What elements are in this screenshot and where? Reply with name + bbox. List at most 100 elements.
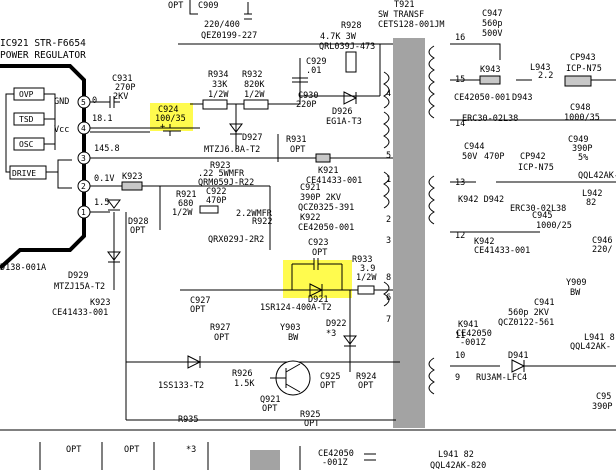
top-opt-label: OPT [168, 1, 183, 11]
c941-ref: C941 [534, 298, 554, 308]
l943-ref: L943 [530, 63, 550, 73]
r923-ref: R923 [210, 161, 230, 171]
r933-val2: 1/2W [356, 273, 377, 283]
d926-ref: D926 [332, 107, 352, 117]
r925-ref: R925 [300, 410, 320, 420]
r925-val: OPT [304, 419, 319, 429]
y903-val: BW [288, 333, 299, 343]
ic-desc-label: POWER REGULATOR [0, 50, 86, 61]
right-qql1: QQL42AK-8 [578, 171, 616, 181]
c923-val: OPT [312, 248, 327, 258]
bottom-strip-wires [39, 442, 376, 470]
k943-bead [479, 75, 501, 85]
k922-ref: K922 [300, 213, 320, 223]
cp943-fuse [564, 75, 592, 87]
right-390: 390P [592, 402, 612, 412]
svg-text:14: 14 [455, 119, 465, 129]
c949-val1: 390P [572, 144, 592, 154]
cp942-val: ICP-N75 [518, 163, 554, 173]
d928-symbol [107, 199, 121, 211]
c945-ref: C945 [532, 211, 552, 221]
svg-text:2: 2 [386, 215, 391, 225]
r927-val: OPT [214, 333, 229, 343]
tsd-label: TSD [19, 115, 34, 124]
ovp-label: OVP [19, 90, 34, 99]
svg-text:3: 3 [386, 236, 391, 246]
c931-val2: 2KV [113, 92, 128, 102]
c923-symbol [291, 258, 343, 290]
ic-internal-wiring-left [5, 93, 14, 173]
r934-resistor [202, 99, 228, 110]
svg-text:6: 6 [386, 293, 391, 303]
right-c95: C95 [596, 392, 611, 402]
r921-val2: 1/2W [172, 208, 193, 218]
c941-val1: 560p 2KV [508, 308, 549, 318]
t921-ref: T921 [394, 0, 414, 10]
d929-symbol [107, 251, 121, 263]
cp942-ref: CP942 [520, 152, 546, 162]
c947-ref: C947 [482, 9, 502, 19]
ic-body-outline [0, 64, 86, 270]
r933-resistor [357, 285, 375, 295]
d924-symbol [187, 355, 202, 369]
primary-windings [383, 71, 390, 307]
k923-val: CE41433-001 [52, 308, 108, 318]
d924-val: 1SS133-T2 [158, 381, 204, 391]
d929-ref: D929 [68, 271, 88, 281]
ic-vcc-label: Vcc [54, 125, 69, 135]
r928-val1: 4.7K 3W [320, 32, 357, 42]
c948-val: 1000/35 [564, 113, 600, 123]
r923-val2: QRM059J-R22 [198, 178, 254, 188]
k941-val1: CE42050 [456, 329, 492, 339]
c948-ref: C948 [570, 103, 590, 113]
d921-symbol [309, 283, 324, 297]
ic-pin4-volt: 18.1 [92, 114, 112, 124]
bottom-star: *3 [186, 445, 196, 455]
top-wire [189, 0, 198, 15]
k921-ref: K921 [318, 166, 338, 176]
c945-val: 1000/25 [536, 221, 572, 231]
c944-prefix: 50V [462, 152, 477, 162]
c924-ref: C924 [158, 105, 178, 115]
r926-ref: R926 [232, 369, 252, 379]
r934-val1: 33K [212, 80, 228, 90]
pin2-pin1-wire [90, 185, 270, 213]
d929-val: MTZJ15A-T2 [54, 282, 105, 292]
k943-val: CE42050-001 [454, 93, 510, 103]
k921-val: CE41433-001 [306, 176, 362, 186]
drive-label: DRIVE [12, 169, 36, 178]
d928-ref: D928 [128, 217, 148, 227]
d941-ref: D941 [508, 351, 528, 361]
svg-text:5: 5 [386, 151, 391, 161]
ic-pins [77, 95, 91, 219]
r923-val1: .22 5WMFR [198, 169, 245, 179]
y909-val: BW [570, 288, 581, 298]
svg-text:9: 9 [455, 373, 460, 383]
c909-val2: QEZ0199-227 [201, 31, 257, 41]
c947-val1: 560p [482, 19, 502, 29]
d922-val: *3 [326, 329, 336, 339]
ic-pin5-volt: 0 [92, 96, 97, 106]
ic-gnd-label: GND [54, 97, 69, 107]
d921-ref: D921 [308, 295, 328, 305]
c923-ref: C923 [308, 238, 328, 248]
k941-val2: -001Z [460, 338, 486, 348]
c944-val: 470P [484, 152, 504, 162]
r922-val2: QRX029J-2R2 [208, 235, 264, 245]
ic-pin2-volt: 0.1V [94, 174, 114, 184]
c925-ref: C925 [320, 372, 340, 382]
right-l941: L941 8 [584, 333, 615, 343]
q921-symbol [270, 363, 301, 393]
q921-ref: Q921 [260, 395, 280, 405]
c921-ref: C921 [300, 183, 320, 193]
r922-ref: R922 [252, 217, 272, 227]
r921-val1: 680 [178, 199, 193, 209]
q921-val: OPT [262, 404, 277, 414]
d921-value: 1SR124-400A-T2 [260, 303, 332, 313]
bottom-core-fragment [250, 450, 280, 470]
bottom-ce: CE42050 [318, 449, 354, 459]
d922-ref: D922 [326, 319, 346, 329]
c921-val1: 390P 2KV [300, 193, 341, 203]
l942-ref: L942 [582, 189, 602, 199]
